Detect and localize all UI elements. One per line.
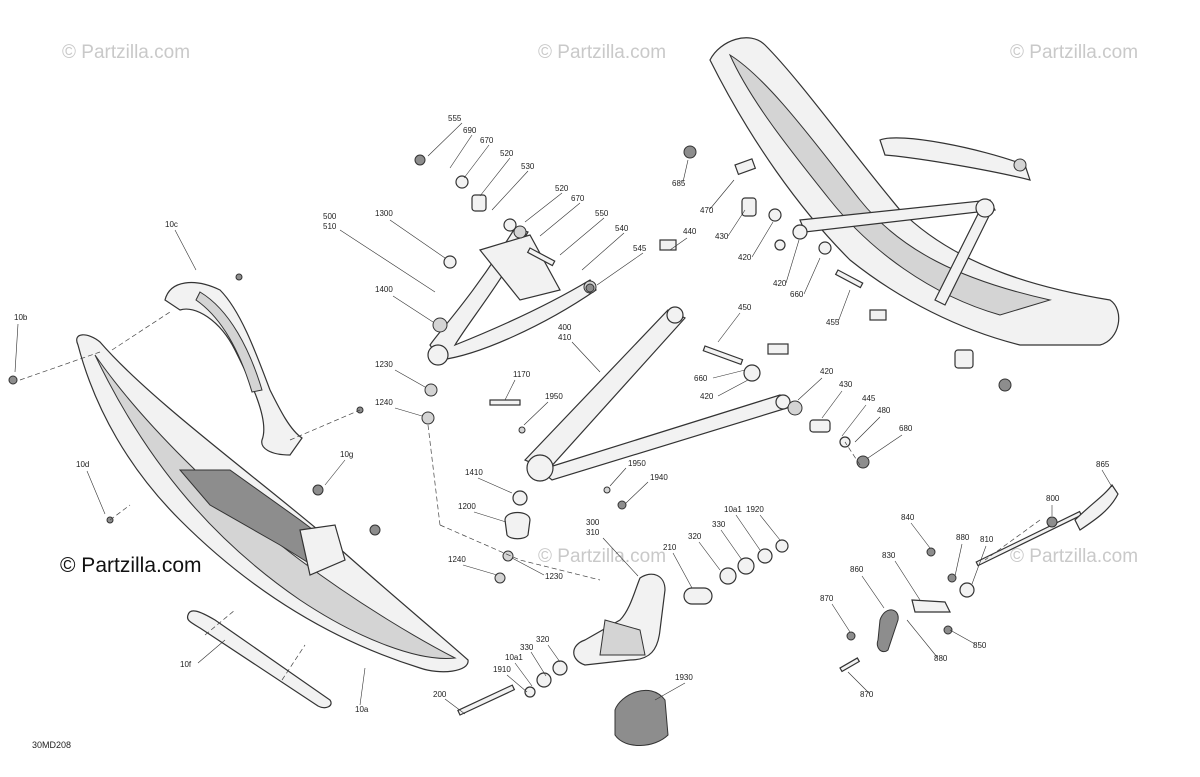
callout-1410: 1410: [465, 468, 483, 477]
callout-1920: 1920: [746, 505, 764, 514]
callout-210: 210: [663, 543, 677, 552]
callout-10a1b: 10a1: [505, 653, 523, 662]
steering-tie-rod: [839, 483, 1119, 673]
callout-1230b: 1230: [545, 572, 563, 581]
ski-runner: [186, 610, 332, 709]
spindle: [573, 573, 666, 666]
callout-420c: 420: [700, 392, 714, 401]
ski-handle: [164, 282, 303, 456]
callout-1240: 1240: [375, 398, 393, 407]
callout-865: 865: [1096, 460, 1110, 469]
frame-hardware: [659, 145, 1012, 392]
callout-830: 830: [882, 551, 896, 560]
lower-a-arm: [523, 306, 791, 482]
callout-870b: 870: [860, 690, 874, 699]
callout-330b: 330: [520, 643, 534, 652]
callout-530: 530: [521, 162, 535, 171]
callout-840: 840: [901, 513, 915, 522]
callout-200: 200: [433, 690, 447, 699]
watermark-top-right: © Partzilla.com: [1010, 42, 1138, 63]
watermark-mid-center: © Partzilla.com: [538, 546, 666, 567]
callout-880: 880: [956, 533, 970, 542]
callout-1930: 1930: [675, 673, 693, 682]
callout-480: 480: [877, 406, 891, 415]
callout-520b: 520: [555, 184, 569, 193]
callout-545: 545: [633, 244, 647, 253]
callout-860: 860: [850, 565, 864, 574]
callout-660b: 660: [694, 374, 708, 383]
callout-555: 555: [448, 114, 462, 123]
callout-470: 470: [700, 206, 714, 215]
callout-680: 680: [899, 424, 913, 433]
callout-800: 800: [1046, 494, 1060, 503]
assembly-lines: [19, 311, 1041, 681]
callout-430b: 430: [839, 380, 853, 389]
callout-320b: 320: [536, 635, 550, 644]
diagram-code: 30MD208: [32, 740, 71, 750]
ski-wear-pad: [614, 689, 669, 746]
callout-430: 430: [715, 232, 729, 241]
callout-10f: 10f: [180, 660, 192, 669]
callout-1240b: 1240: [448, 555, 466, 564]
callout-420: 420: [738, 253, 752, 262]
callout-10c: 10c: [165, 220, 178, 229]
upper-a-arm: [427, 225, 597, 366]
callout-1950b: 1950: [628, 459, 646, 468]
watermark-top-left: © Partzilla.com: [62, 42, 190, 63]
chassis-frame: [709, 37, 1120, 346]
spindle-hardware: [457, 539, 789, 716]
ski-left: [76, 334, 469, 673]
leader-lines: [14, 122, 1113, 715]
callout-420d: 420: [820, 367, 834, 376]
callout-320: 320: [688, 532, 702, 541]
callout-870: 870: [820, 594, 834, 603]
callout-450: 450: [738, 303, 752, 312]
watermark-main: © Partzilla.com: [60, 554, 202, 577]
watermark-top-center: © Partzilla.com: [538, 42, 666, 63]
callout-10g: 10g: [340, 450, 353, 459]
callout-880b: 880: [934, 654, 948, 663]
callout-550: 550: [595, 209, 609, 218]
callout-10d: 10d: [76, 460, 89, 469]
callout-810: 810: [980, 535, 994, 544]
callout-685: 685: [672, 179, 686, 188]
upper-arm-hardware: [414, 154, 595, 425]
callout-670: 670: [480, 136, 494, 145]
callout-1910: 1910: [493, 665, 511, 674]
callout-1200: 1200: [458, 502, 476, 511]
callout-660: 660: [790, 290, 804, 299]
callout-1400: 1400: [375, 285, 393, 294]
callout-1950: 1950: [545, 392, 563, 401]
watermark-mid-right: © Partzilla.com: [1010, 546, 1138, 567]
callout-labels: 555 690 670 520 530 520 670 550 540 545 …: [14, 114, 1110, 714]
callout-1300: 1300: [375, 209, 393, 218]
callout-455: 455: [826, 318, 840, 327]
callout-1170: 1170: [513, 370, 531, 379]
callout-10b: 10b: [14, 313, 28, 322]
callout-10a1: 10a1: [724, 505, 742, 514]
callout-440: 440: [683, 227, 697, 236]
ball-joint: [489, 399, 627, 584]
callout-1940: 1940: [650, 473, 668, 482]
callout-445: 445: [862, 394, 876, 403]
callout-10a: 10a: [355, 705, 369, 714]
callout-520: 520: [500, 149, 514, 158]
callout-330: 330: [712, 520, 726, 529]
callout-850: 850: [973, 641, 987, 650]
callout-420b: 420: [773, 279, 787, 288]
callout-670b: 670: [571, 194, 585, 203]
callout-540: 540: [615, 224, 629, 233]
callout-1230: 1230: [375, 360, 393, 369]
callout-690: 690: [463, 126, 477, 135]
lower-arm-hardware: [702, 343, 870, 469]
